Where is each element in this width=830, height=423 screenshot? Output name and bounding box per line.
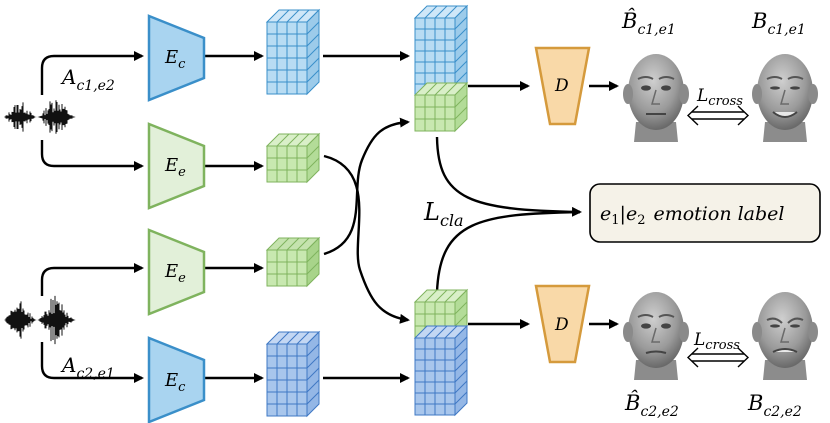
- face-bottom-pred: [623, 292, 689, 380]
- arrow-emotion1-swap: [323, 154, 410, 324]
- arrow-audio2-to-ee: [40, 263, 144, 296]
- arrow-cla-top: [435, 136, 582, 217]
- fused-content-bottom: [413, 324, 469, 417]
- face-top-pred: [623, 54, 689, 142]
- loss-cross-top: Lcross: [696, 86, 743, 109]
- face-label-bottom-gt: Bc2,e2: [747, 391, 802, 420]
- fused-content-top: [413, 4, 469, 97]
- arrow-audio1-to-ec: [40, 51, 144, 95]
- encoder-emotion-top: Ee: [147, 122, 206, 210]
- face-top-gt: [752, 54, 818, 142]
- audio-waveform-bottom: [4, 295, 76, 345]
- encoder-symbol: E: [164, 47, 178, 68]
- encoder-symbol: E: [164, 261, 178, 282]
- decoder-top: D: [534, 46, 591, 126]
- encoder-emotion-bottom: Ee: [147, 228, 206, 316]
- cross-arrow-bottom: [686, 347, 750, 368]
- arrow-cla-bottom: [435, 210, 581, 293]
- encoder-subscript: e: [178, 165, 186, 180]
- feature-content-top: [265, 8, 321, 96]
- fused-emotion-top: [413, 81, 469, 133]
- loss-classification: Lcla: [423, 198, 464, 230]
- svg-text:Ee: Ee: [164, 261, 186, 286]
- arrow-audio1-to-ee: [40, 140, 144, 171]
- encoder-content-bottom: Ec: [147, 336, 206, 423]
- face-label-top-pred: B̂c1,e1: [621, 9, 676, 38]
- encoder-symbol: E: [164, 370, 178, 391]
- encoder-subscript: c: [178, 380, 186, 395]
- encoder-content-top: Ec: [147, 14, 206, 102]
- face-bottom-gt: [752, 292, 818, 380]
- encoder-subscript: c: [178, 57, 186, 72]
- decoder-symbol: D: [554, 315, 569, 335]
- arrow-audio2-to-ec: [40, 342, 144, 383]
- svg-text:Ee: Ee: [164, 155, 186, 180]
- feature-emotion-bottom: [265, 236, 321, 288]
- loss-cross-bottom: Lcross: [693, 330, 740, 353]
- face-renders: [623, 54, 818, 380]
- face-label-top-gt: Bc1,e1: [751, 9, 806, 38]
- cross-arrow-top: [686, 105, 750, 126]
- feature-content-bottom: [265, 330, 321, 418]
- feature-blocks: [265, 4, 469, 418]
- decoder-symbol: D: [554, 76, 569, 96]
- svg-text:Ec: Ec: [164, 47, 186, 72]
- audio-waveform-top: [4, 100, 76, 134]
- decoder-bottom: D: [534, 284, 591, 364]
- face-label-bottom-pred: B̂c2,e2: [624, 391, 679, 420]
- svg-text:Ec: Ec: [164, 370, 186, 395]
- audio-label-top: Ac1,e2: [60, 65, 115, 94]
- feature-emotion-top: [265, 132, 321, 184]
- audio-label-bottom: Ac2,e1: [60, 353, 115, 382]
- connectors: [40, 51, 619, 383]
- arrow-emotion2-swap: [323, 117, 410, 256]
- encoder-symbol: E: [164, 155, 178, 176]
- encoder-subscript: e: [178, 271, 186, 286]
